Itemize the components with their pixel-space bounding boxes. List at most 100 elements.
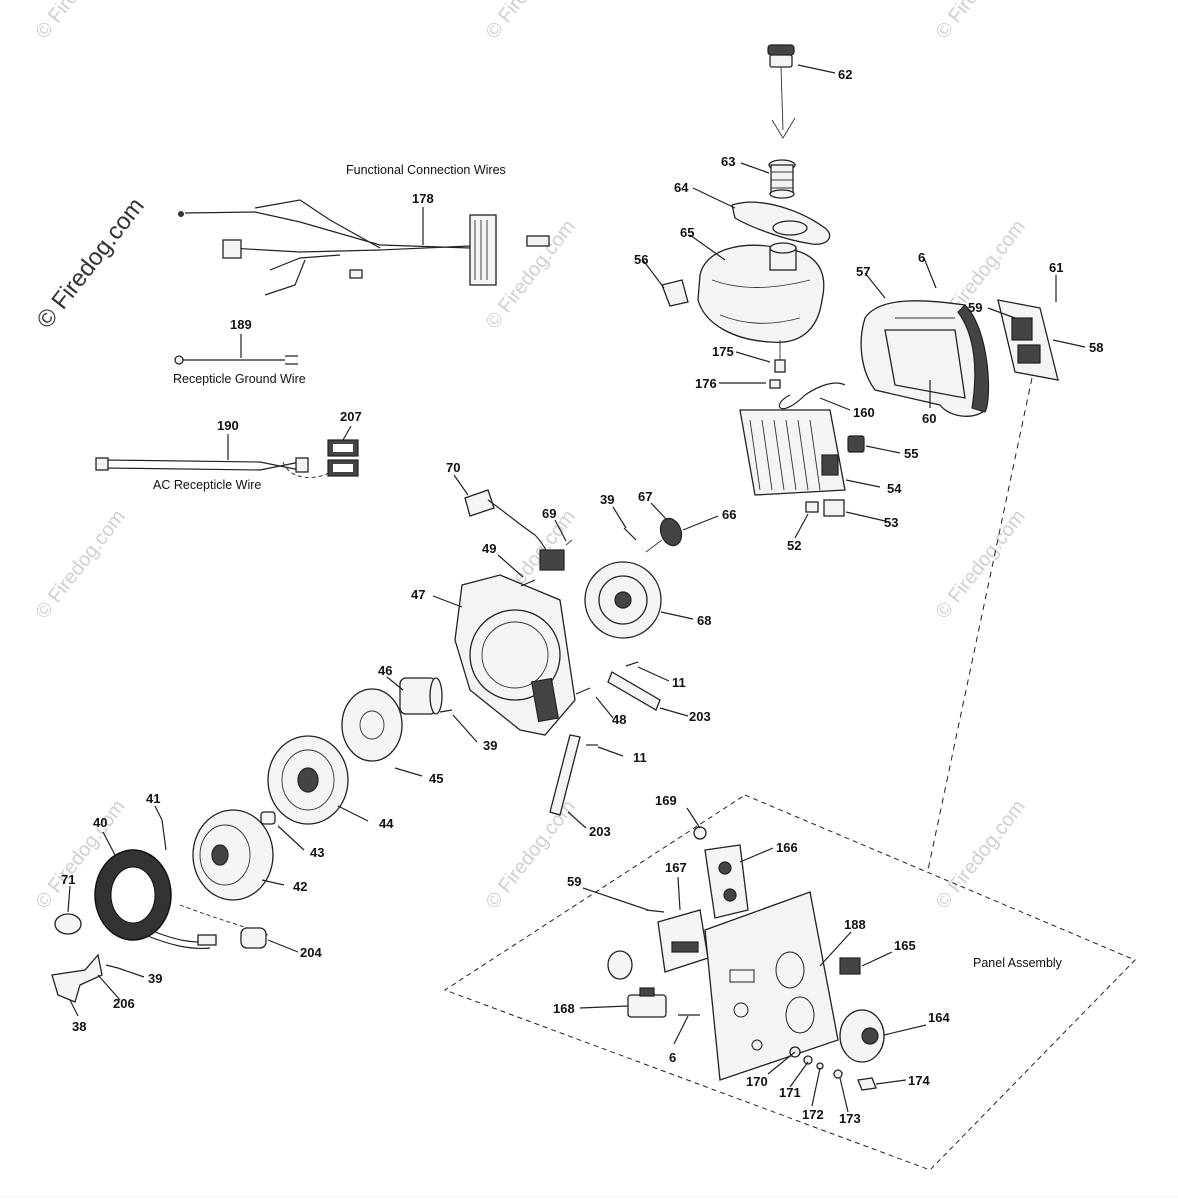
callout-42: 42 — [293, 879, 307, 894]
callout-169: 169 — [655, 793, 677, 808]
faceplate — [704, 891, 839, 1081]
fan-housing — [454, 574, 576, 736]
callout-71: 71 — [61, 872, 75, 887]
callout-45: 45 — [429, 771, 443, 786]
fuel-line — [778, 382, 846, 410]
rotor-plate — [341, 688, 403, 762]
callout-52: 52 — [787, 538, 801, 553]
callout-172: 172 — [802, 1107, 824, 1122]
part-drawings — [51, 44, 1059, 1091]
cooling-fan — [267, 735, 349, 825]
callout-38: 38 — [72, 1019, 86, 1034]
callout-176: 176 — [695, 376, 717, 391]
callout-188: 188 — [844, 917, 866, 932]
callout-65: 65 — [680, 225, 694, 240]
callout-68: 68 — [697, 613, 711, 628]
callout-63: 63 — [721, 154, 735, 169]
callout-41: 41 — [146, 791, 160, 806]
ignition-lead — [464, 489, 573, 571]
receptacle-166 — [704, 844, 749, 919]
caption-ground-wire: Recepticle Ground Wire — [173, 372, 306, 386]
stator — [94, 849, 217, 950]
callout-67: 67 — [638, 489, 652, 504]
connector-52 — [805, 501, 819, 513]
callout-165: 165 — [894, 938, 916, 953]
caption-panel-assembly: Panel Assembly — [973, 956, 1063, 970]
connector-53 — [823, 499, 845, 517]
callout-numbers: 62 63 64 65 56 57 6 61 59 58 175 176 160… — [61, 67, 1103, 1126]
callout-40: 40 — [93, 815, 107, 830]
fuel-cap — [767, 44, 796, 139]
callout-70: 70 — [446, 460, 460, 475]
wiring-harness — [178, 199, 550, 296]
stator-bracket — [51, 953, 103, 1003]
seal-ring — [54, 913, 82, 935]
callout-60: 60 — [922, 411, 936, 426]
callout-44: 44 — [379, 816, 394, 831]
watermark: © Firedog.com — [32, 506, 130, 623]
strap-bracket — [549, 734, 581, 816]
watermark: © Firedog.com — [32, 0, 130, 43]
callout-69: 69 — [542, 506, 556, 521]
callout-46: 46 — [378, 663, 392, 678]
callout-54: 54 — [887, 481, 902, 496]
callout-64: 64 — [674, 180, 689, 195]
watermark: © Firedog.com — [932, 0, 1030, 43]
watermark-layer: © Firedog.com © Firedog.com © Firedog.co… — [31, 0, 1029, 913]
callout-59: 59 — [968, 300, 982, 315]
callout-11: 11 — [633, 750, 647, 765]
callout-39: 39 — [483, 738, 497, 753]
callout-47: 47 — [411, 587, 425, 602]
callout-171: 171 — [779, 1085, 801, 1100]
caption-ac-wire: AC Recepticle Wire — [153, 478, 261, 492]
leader-lines — [67, 64, 1086, 1113]
callout-170: 170 — [746, 1074, 768, 1089]
tank-clip — [661, 279, 689, 307]
spacer — [260, 811, 276, 825]
ac-wire — [95, 457, 309, 473]
callout-39: 39 — [148, 971, 162, 986]
caption-functional-connection-wires: Functional Connection Wires — [346, 163, 506, 177]
outlet-164 — [839, 1009, 885, 1063]
starter-handle — [645, 517, 683, 553]
callout-173: 173 — [839, 1111, 861, 1126]
callout-203: 203 — [589, 824, 611, 839]
callout-61: 61 — [1049, 260, 1063, 275]
callout-48: 48 — [612, 712, 626, 727]
flywheel — [192, 809, 274, 901]
callout-166: 166 — [776, 840, 798, 855]
ring-clip — [607, 950, 633, 980]
line-clamp — [769, 379, 781, 389]
callout-190: 190 — [217, 418, 239, 433]
ground-wire — [174, 355, 298, 365]
watermark-main: © Firedog.com — [31, 193, 149, 334]
callout-204: 204 — [300, 945, 322, 960]
module-167 — [657, 909, 709, 973]
callout-175: 175 — [712, 344, 734, 359]
callout-164: 164 — [928, 1010, 950, 1025]
watermark: © Firedog.com — [482, 0, 580, 43]
callout-167: 167 — [665, 860, 687, 875]
front-panel-frame — [860, 300, 990, 417]
callout-207: 207 — [340, 409, 362, 424]
fuel-filter-screen — [768, 159, 796, 199]
callout-174: 174 — [908, 1073, 930, 1088]
fuel-tank — [697, 242, 825, 373]
callout-55: 55 — [904, 446, 918, 461]
watermark: © Firedog.com — [482, 796, 580, 913]
cable-grommet — [240, 927, 267, 949]
callout-56: 56 — [634, 252, 648, 267]
callout-59: 59 — [567, 874, 581, 889]
callout-53: 53 — [884, 515, 898, 530]
strap-bracket — [607, 671, 661, 711]
watermark: © Firedog.com — [932, 506, 1030, 623]
inverter-module — [739, 409, 846, 496]
control-bracket — [997, 299, 1059, 381]
callout-58: 58 — [1089, 340, 1103, 355]
rotor-cup — [399, 677, 443, 715]
captions: Functional Connection Wires Recepticle G… — [153, 163, 1063, 970]
grommet — [847, 435, 865, 453]
callout-6: 6 — [669, 1050, 676, 1065]
